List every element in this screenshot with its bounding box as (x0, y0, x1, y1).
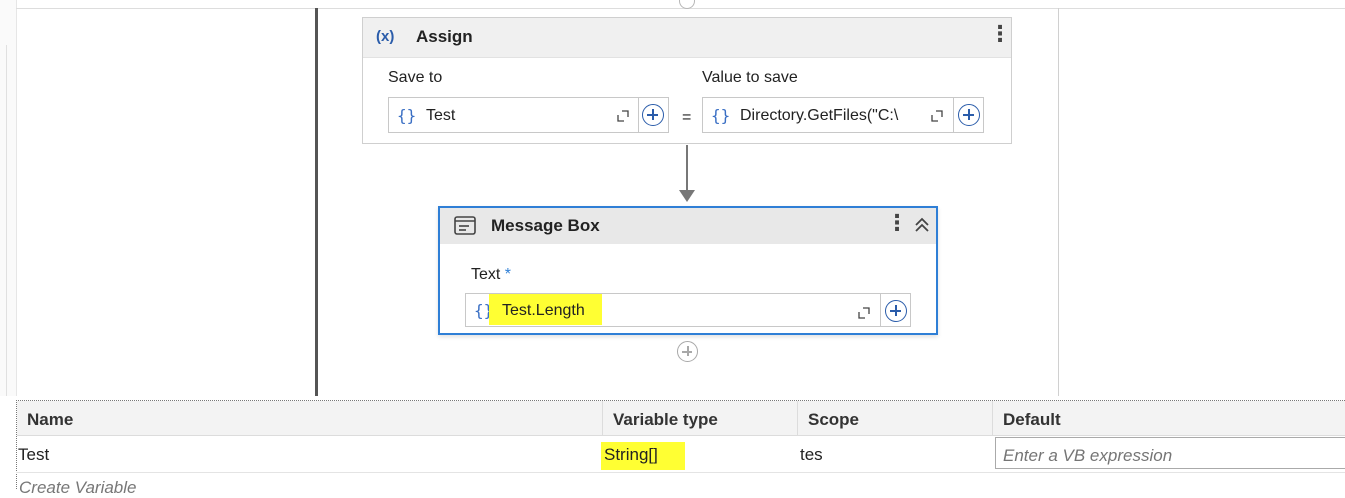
value-to-save-field[interactable]: {} Directory.GetFiles("C:\ (702, 97, 954, 133)
expand-editor-icon[interactable] (931, 110, 943, 122)
text-expression-field[interactable]: {} Test.Length (465, 293, 881, 327)
required-mark: * (504, 266, 512, 283)
create-variable-link[interactable]: Create Variable (19, 478, 137, 497)
message-box-header[interactable]: Message Box ⋮ (440, 208, 936, 244)
variable-scope-cell[interactable]: tes (800, 445, 823, 464)
value-to-save-label: Value to save (702, 69, 798, 86)
column-header-default[interactable]: Default (993, 401, 1345, 436)
expression-braces-icon: {} (397, 106, 417, 125)
assign-activity[interactable]: (x) Assign ⋮ Save to Value to save {} Te… (362, 17, 1012, 144)
add-activity-plus-icon[interactable] (677, 341, 698, 362)
sequence-right-border (1058, 8, 1059, 396)
value-plus-cell (954, 97, 984, 133)
left-panel-edge (0, 0, 17, 396)
canvas-top-divider (16, 8, 1345, 9)
save-to-label: Save to (388, 69, 443, 86)
equals-sign: = (682, 109, 692, 126)
value-to-save-value: Directory.GetFiles("C:\ (740, 107, 899, 124)
variable-type-cell[interactable]: String[] (604, 445, 658, 464)
more-options-icon[interactable]: ⋮ (886, 210, 908, 235)
expand-editor-icon[interactable] (858, 307, 870, 319)
column-header-name[interactable]: Name (17, 401, 603, 436)
assign-title: Assign (416, 27, 473, 46)
expression-braces-icon: {} (711, 106, 731, 125)
column-header-variable-type[interactable]: Variable type (603, 401, 798, 436)
text-highlight (489, 294, 602, 325)
text-plus-cell (881, 293, 911, 327)
add-plus-icon[interactable] (958, 104, 980, 126)
add-plus-icon[interactable] (885, 300, 907, 322)
variable-icon: (x) (376, 28, 395, 45)
expression-braces-icon: {} (474, 301, 494, 320)
text-label: Text * (471, 266, 512, 283)
assign-header[interactable]: (x) Assign ⋮ (363, 18, 1011, 58)
message-box-activity[interactable]: Message Box ⋮ Text * {} Test.Length (438, 206, 938, 335)
text-expression-value: Test.Length (502, 302, 585, 319)
table-row[interactable]: Test String[] tes (16, 436, 1345, 473)
expand-editor-icon[interactable] (617, 110, 629, 122)
save-to-value: Test (426, 107, 456, 124)
variable-name-cell[interactable]: Test (18, 445, 50, 464)
message-box-title: Message Box (491, 216, 600, 235)
collapse-icon[interactable] (914, 217, 930, 233)
save-to-plus-cell (639, 97, 669, 133)
add-plus-icon[interactable] (642, 104, 664, 126)
column-header-scope[interactable]: Scope (798, 401, 993, 436)
sequence-left-border (315, 8, 318, 396)
save-to-field[interactable]: {} Test (388, 97, 639, 133)
left-panel-divider (0, 45, 7, 396)
connector-arrow-icon (679, 190, 695, 202)
more-options-icon[interactable]: ⋮ (989, 21, 1011, 46)
message-box-icon (454, 216, 476, 235)
default-expression-input[interactable] (995, 437, 1345, 469)
type-highlight (601, 442, 685, 470)
connector-line (686, 145, 688, 193)
